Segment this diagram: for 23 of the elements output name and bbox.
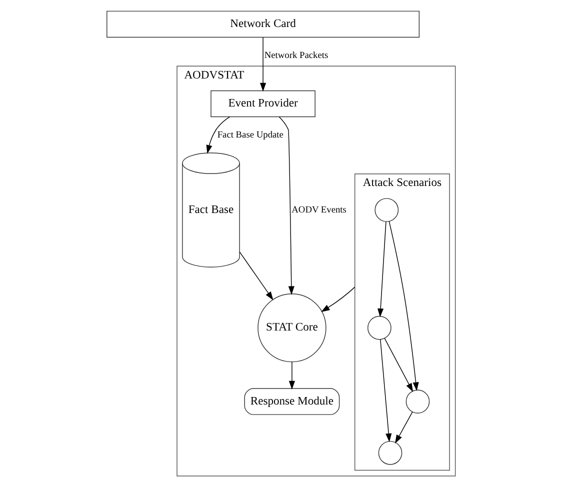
arrow xyxy=(238,252,273,300)
arrow xyxy=(380,339,392,442)
arrow xyxy=(320,286,355,312)
node-box: Event Provider xyxy=(210,90,315,118)
edge-label: Network Packets xyxy=(264,50,328,61)
node-circle xyxy=(367,316,391,340)
arrow xyxy=(288,362,294,390)
arrow xyxy=(206,116,230,154)
arrow xyxy=(388,221,418,391)
node-circle: STAT Core xyxy=(257,293,326,362)
node-box: Network Card xyxy=(106,10,420,38)
node-circle xyxy=(374,198,398,222)
node-circle xyxy=(405,390,430,414)
node-box: Response Module xyxy=(244,388,340,415)
arrow xyxy=(394,412,412,444)
arrow xyxy=(260,37,266,92)
edge-label: AODV Events xyxy=(291,205,346,216)
arrow xyxy=(384,338,413,392)
arrow xyxy=(278,116,294,295)
node-circle xyxy=(378,440,402,465)
edge-label: Fact Base Update xyxy=(216,130,283,140)
arrow xyxy=(377,221,386,318)
cluster: Attack Scenarios xyxy=(354,173,450,471)
